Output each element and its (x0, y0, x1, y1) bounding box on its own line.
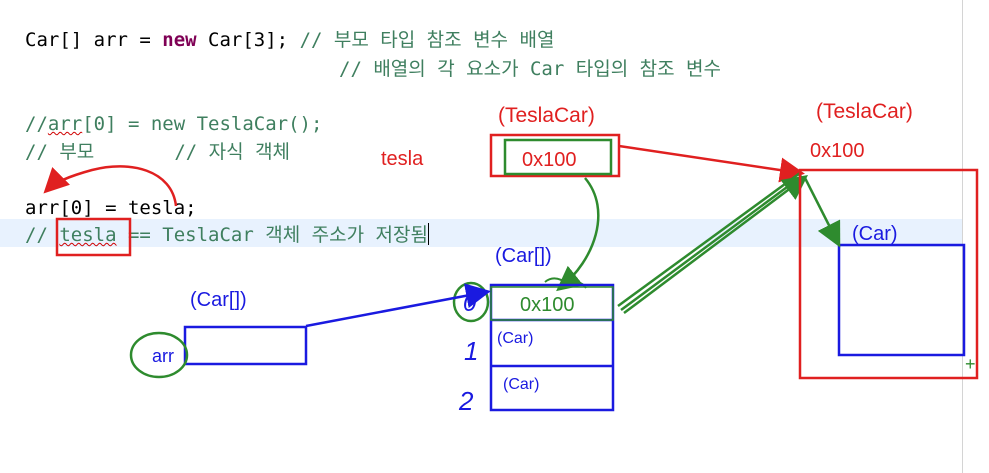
tesla-box-outer (489, 133, 621, 178)
array-box (489, 283, 615, 412)
code-text: // (25, 224, 60, 246)
arr-box (183, 325, 308, 366)
current-line-highlight (0, 219, 962, 247)
tesla-highlight-box (55, 217, 132, 257)
plus-mark: + (965, 354, 976, 374)
code-text: arr (47, 113, 83, 135)
code-text: // (25, 113, 48, 135)
code-line-3[interactable]: //arr[0] = new TeslaCar(); (25, 112, 322, 136)
tesla-box-inner (503, 138, 613, 176)
code-line-4[interactable]: // 부모 // 자식 객체 (25, 141, 291, 163)
code-line-5[interactable]: arr[0] = tesla; (25, 197, 197, 219)
print-margin-ruler (962, 0, 963, 473)
red-hook-arrow (43, 165, 178, 207)
slot0-to-heap-arrow-3 (623, 175, 808, 314)
code-line-6[interactable]: // tesla == TeslaCar 객체 주소가 저장됨 (25, 223, 429, 247)
tesla-label: tesla (381, 148, 424, 170)
code-text: [0] = new TeslaCar(); (82, 113, 323, 135)
code-text: Car[] arr = (25, 29, 163, 51)
heap-type-label: (TeslaCar) (816, 100, 913, 123)
arr-label: arr (152, 346, 174, 366)
code-line-2[interactable]: // 배열의 각 요소가 Car 타입의 참조 변수 (339, 58, 721, 80)
slot0-to-heap-arrow-1 (617, 171, 801, 308)
keyword-new: new (162, 29, 197, 51)
array-slot-2-value: (Car) (503, 376, 539, 393)
array-slot-1-value: (Car) (497, 330, 533, 347)
arr-type-label: (Car[]) (190, 289, 247, 311)
tesla-type-label: (TeslaCar) (498, 104, 595, 127)
array-slot-0-value: 0x100 (520, 294, 575, 316)
text-caret (427, 223, 429, 245)
heap-inner-type-label: (Car) (852, 223, 898, 245)
code-text: == TeslaCar 객체 주소가 저장됨 (116, 224, 428, 246)
copy-value-arrow (556, 177, 600, 292)
arr-label-circle (129, 331, 189, 379)
heap-address-label: 0x100 (810, 140, 865, 162)
heap-object-box (798, 168, 979, 380)
code-comment: // 부모 타입 참조 변수 배열 (299, 29, 555, 51)
code-text: Car[3]; (196, 29, 300, 51)
array-slot-0-green-frame (490, 286, 614, 321)
arr-to-array-arrow (305, 283, 491, 328)
index-2: 2 (458, 386, 474, 416)
code-line-1[interactable]: Car[] arr = new Car[3]; // 부모 타입 참조 변수 배… (25, 28, 554, 52)
slot0-to-heap-arrow-2 (620, 174, 803, 312)
array-type-label: (Car[]) (495, 245, 552, 267)
heap-inner-car-box (837, 243, 966, 357)
heap-inner-arrow (803, 177, 841, 248)
tesla-value: 0x100 (522, 149, 577, 171)
code-text: tesla (59, 224, 117, 246)
tesla-to-heap-arrow (618, 144, 805, 183)
index-1: 1 (464, 336, 478, 366)
